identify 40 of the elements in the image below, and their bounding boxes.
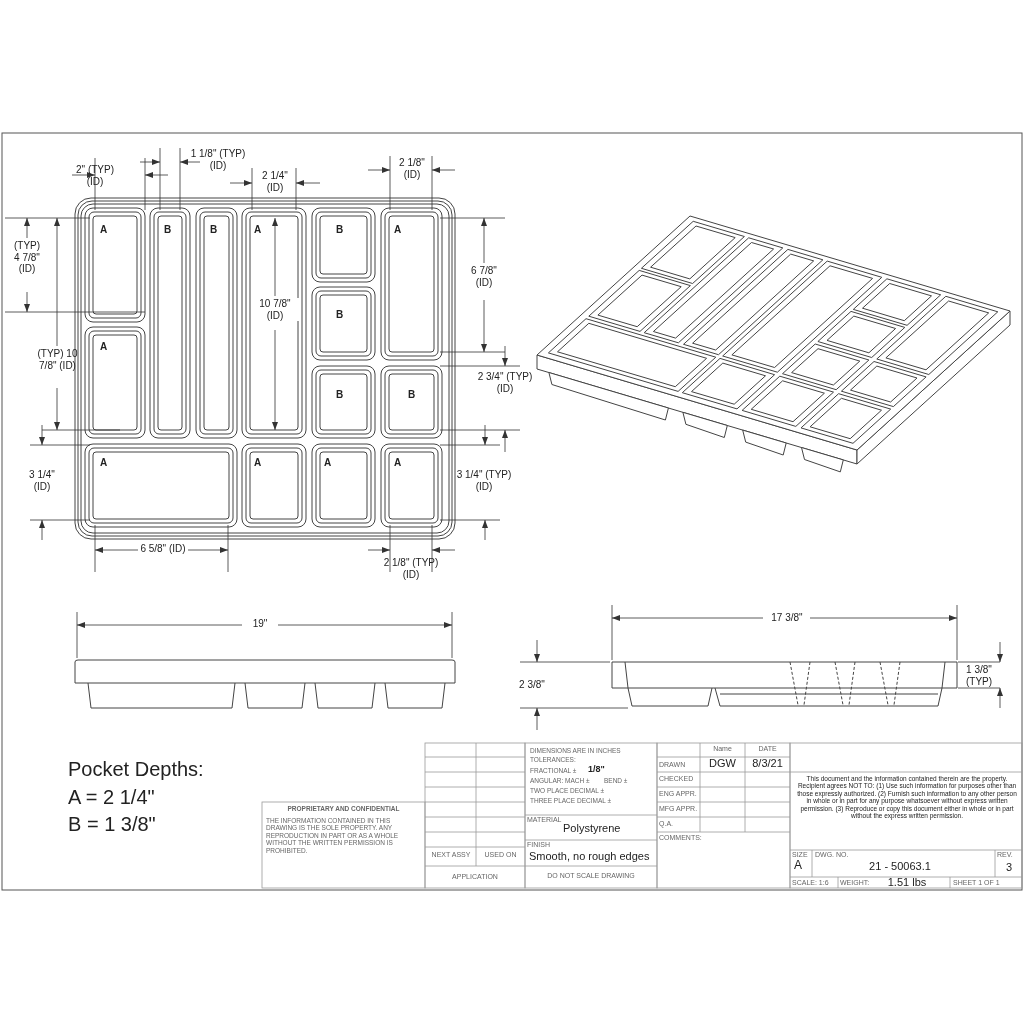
pocket-label: B <box>408 389 417 401</box>
title-block-value: Polystyrene <box>563 822 622 835</box>
dimension-label: (TYP) 4 7/8" (ID) <box>12 240 42 275</box>
pocket-label: A <box>394 224 403 236</box>
title-block-value: DGW <box>708 757 737 770</box>
title-block-value: 21 - 50063.1 <box>868 860 932 873</box>
pocket-label: B <box>336 224 345 236</box>
title-block-value: 1.51 lbs <box>886 876 928 889</box>
pocket-label: A <box>324 457 333 469</box>
pocket-label: A <box>254 224 263 236</box>
title-block-value: A <box>794 859 803 873</box>
pocket-label: A <box>100 224 109 236</box>
dimension-label: 2 3/8" <box>518 679 546 691</box>
dimension-label: 1 1/8" (TYP) (ID) <box>189 148 247 171</box>
dimension-label: 2 1/8" (ID) <box>398 157 426 180</box>
dimension-label: 2" (TYP) (ID) <box>75 164 115 187</box>
depth-note: B = 1 3/8" <box>68 813 157 836</box>
dimension-label: 2 1/8" (TYP) (ID) <box>382 557 440 580</box>
dimension-label: 1 3/8" (TYP) <box>964 664 994 687</box>
dimension-label: 3 1/4" (TYP) (ID) <box>455 469 513 492</box>
depth-note: A = 2 1/4" <box>68 786 156 809</box>
pocket-label: A <box>254 457 263 469</box>
dimension-label: 2 3/4" (TYP) (ID) <box>476 371 534 394</box>
pocket-label: A <box>394 457 403 469</box>
dimension-label: 2 1/4" (ID) <box>261 170 289 193</box>
pocket-depths-heading: Pocket Depths: <box>68 758 205 781</box>
pocket-label: A <box>100 341 109 353</box>
dimension-label: 6 7/8" (ID) <box>470 265 498 288</box>
dimension-label: 6 5/8" (ID) <box>140 543 186 555</box>
pocket-label: A <box>100 457 109 469</box>
title-block-value: 3 <box>1004 861 1014 874</box>
title-block-value: 8/3/21 <box>751 757 784 770</box>
pocket-label: B <box>336 309 345 321</box>
pocket-label: B <box>336 389 345 401</box>
title-block-value: Smooth, no rough edges <box>529 850 651 863</box>
pocket-label: B <box>210 224 219 236</box>
dimension-label: (TYP) 10 7/8" (ID) <box>37 348 78 371</box>
dimension-label: 3 1/4" (ID) <box>28 469 56 492</box>
pocket-label: B <box>164 224 173 236</box>
title-block-value: 1/8" <box>588 764 606 775</box>
